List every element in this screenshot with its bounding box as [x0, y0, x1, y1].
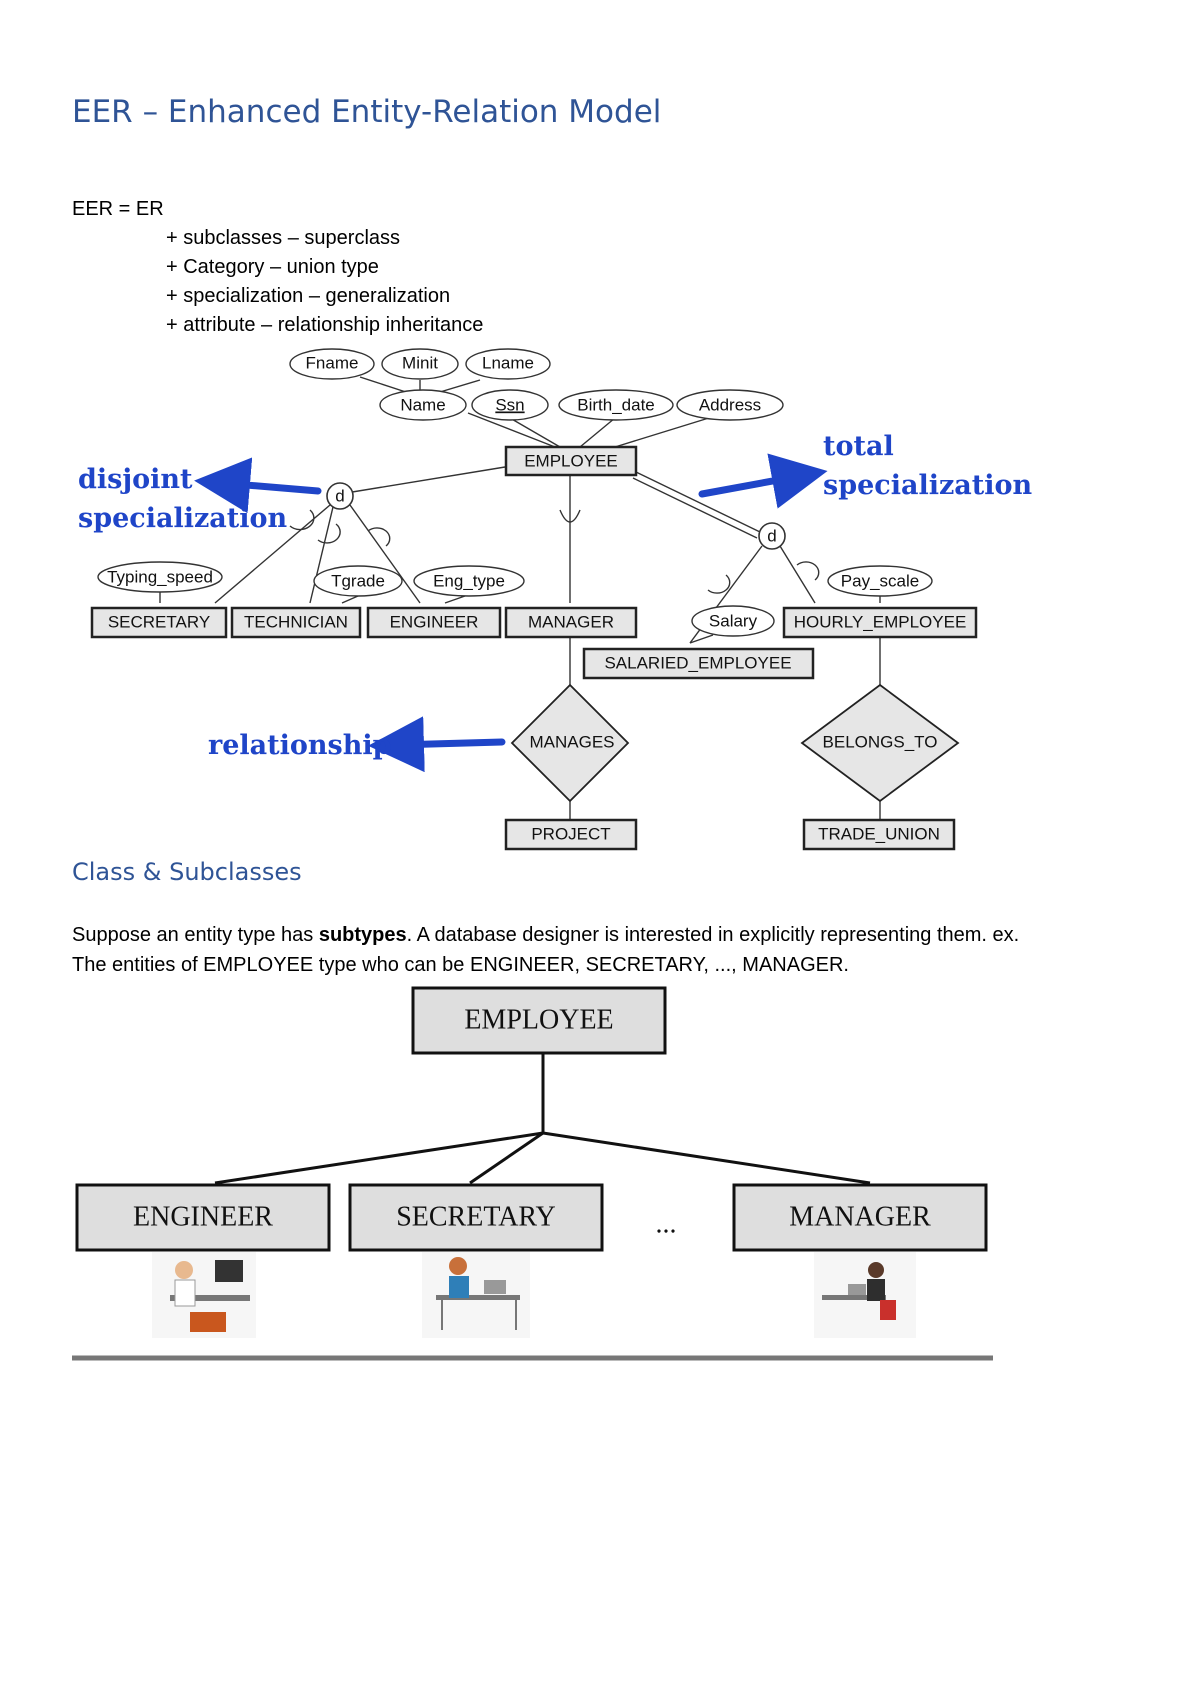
- entity-secretary: SECRETARY: [108, 612, 210, 631]
- entity-hourly-employee: HOURLY_EMPLOYEE: [794, 612, 967, 631]
- entity-salaried-employee: SALARIED_EMPLOYEE: [604, 653, 791, 672]
- hierarchy-child-engineer: ENGINEER: [133, 1201, 273, 1232]
- annotation-total: total: [823, 431, 894, 462]
- definition-item: + attribute – relationship inheritance: [166, 314, 484, 336]
- entity-employee: EMPLOYEE: [524, 451, 618, 470]
- page-title: EER – Enhanced Entity-Relation Model: [72, 94, 662, 130]
- hierarchy-child-secretary: SECRETARY: [396, 1201, 556, 1232]
- engineer-illustration-icon: [152, 1252, 256, 1338]
- annotation-relationship: relationship: [208, 730, 392, 761]
- attr-ssn: Ssn: [495, 395, 524, 414]
- disjoint-circle-label: d: [335, 486, 344, 505]
- annotation-total-specialization: specialization: [823, 470, 1033, 501]
- eer-diagram: Fname Minit Lname Name Ssn Birth_date Ad…: [78, 348, 1033, 851]
- manager-illustration-icon: [814, 1252, 916, 1338]
- section-heading: Class & Subclasses: [72, 858, 302, 886]
- attr-minit: Minit: [402, 353, 438, 372]
- attr-typing-speed: Typing_speed: [107, 567, 213, 586]
- definition-item: + Category – union type: [166, 256, 379, 278]
- hierarchy-child-manager: MANAGER: [789, 1201, 931, 1232]
- disjoint-arrow: [194, 457, 322, 514]
- hierarchy-ellipsis: ...: [656, 1208, 677, 1239]
- entity-trade-union: TRADE_UNION: [818, 824, 940, 843]
- definition-item: + subclasses – superclass: [166, 227, 401, 249]
- rel-belongs-to: BELONGS_TO: [823, 732, 938, 751]
- entity-manager: MANAGER: [528, 612, 614, 631]
- paragraph-line-1: Suppose an entity type has subtypes. A d…: [72, 924, 1020, 946]
- annotation-disjoint: disjoint: [78, 464, 193, 495]
- entity-project: PROJECT: [531, 824, 610, 843]
- definition-item: + specialization – generalization: [166, 285, 451, 307]
- relationship-arrow: [368, 716, 506, 773]
- attr-tgrade: Tgrade: [331, 571, 385, 590]
- subtypes-bold: subtypes: [318, 924, 407, 946]
- entity-technician: TECHNICIAN: [244, 612, 348, 631]
- attr-salary: Salary: [709, 611, 758, 630]
- attr-pay-scale: Pay_scale: [841, 571, 919, 590]
- rel-manages: MANAGES: [529, 732, 614, 751]
- entity-engineer: ENGINEER: [390, 612, 479, 631]
- secretary-illustration-icon: [422, 1252, 530, 1338]
- total-arrow: [698, 453, 828, 509]
- attr-eng-type: Eng_type: [433, 571, 505, 590]
- attr-lname: Lname: [482, 353, 534, 372]
- attr-address: Address: [699, 395, 761, 414]
- attr-fname: Fname: [306, 353, 359, 372]
- paragraph-line-2: The entities of EMPLOYEE type who can be…: [72, 954, 849, 976]
- annotation-disjoint-specialization: specialization: [78, 503, 288, 534]
- attr-name: Name: [400, 395, 445, 414]
- hierarchy-root: EMPLOYEE: [464, 1004, 613, 1035]
- total-circle-label: d: [767, 526, 776, 545]
- eer-equation: EER = ER: [72, 198, 164, 220]
- attr-birth-date: Birth_date: [577, 395, 655, 414]
